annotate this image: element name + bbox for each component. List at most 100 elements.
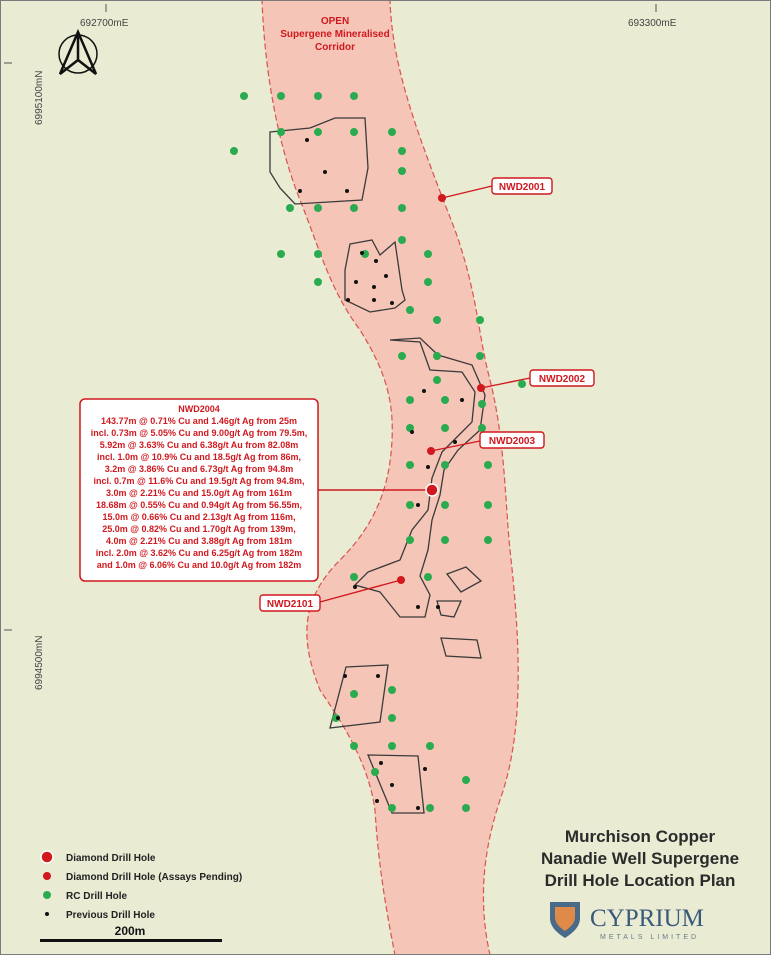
rc-drill-hole[interactable] (277, 92, 285, 100)
previous-drill-hole[interactable] (390, 301, 394, 305)
previous-drill-hole[interactable] (416, 806, 420, 810)
previous-drill-hole[interactable] (360, 251, 364, 255)
rc-drill-hole[interactable] (398, 236, 406, 244)
rc-drill-hole[interactable] (371, 768, 379, 776)
diamond-hole-nwd2001[interactable] (438, 194, 446, 202)
diamond-hole-nwd2002[interactable] (477, 384, 485, 392)
rc-drill-hole[interactable] (406, 461, 414, 469)
rc-drill-hole[interactable] (518, 380, 526, 388)
rc-drill-hole[interactable] (314, 278, 322, 286)
nwd2004-intercept-line: incl. 2.0m @ 3.62% Cu and 6.25g/t Ag fro… (96, 548, 303, 558)
previous-drill-hole[interactable] (390, 783, 394, 787)
previous-drill-hole[interactable] (453, 440, 457, 444)
rc-drill-hole[interactable] (240, 92, 248, 100)
rc-drill-hole[interactable] (350, 92, 358, 100)
previous-drill-hole[interactable] (416, 503, 420, 507)
previous-drill-hole[interactable] (372, 285, 376, 289)
rc-drill-hole[interactable] (350, 742, 358, 750)
previous-drill-hole[interactable] (298, 189, 302, 193)
rc-drill-hole[interactable] (484, 461, 492, 469)
rc-drill-hole[interactable] (388, 804, 396, 812)
previous-drill-hole[interactable] (305, 138, 309, 142)
previous-drill-hole[interactable] (336, 716, 340, 720)
rc-drill-hole[interactable] (406, 306, 414, 314)
rc-drill-hole[interactable] (484, 536, 492, 544)
previous-drill-hole[interactable] (460, 398, 464, 402)
rc-drill-hole[interactable] (478, 424, 486, 432)
previous-drill-hole[interactable] (345, 189, 349, 193)
red-dot-icon (43, 872, 51, 880)
previous-drill-hole[interactable] (372, 298, 376, 302)
rc-drill-hole[interactable] (433, 376, 441, 384)
diamond-hole-nwd2004[interactable] (425, 483, 439, 497)
rc-drill-hole[interactable] (406, 396, 414, 404)
rc-drill-hole[interactable] (424, 250, 432, 258)
map-title: Murchison Copper Nanadie Well Supergene … (541, 827, 739, 890)
callout-nwd2101[interactable]: NWD2101 (259, 594, 321, 612)
rc-drill-hole[interactable] (476, 352, 484, 360)
rc-drill-hole[interactable] (424, 573, 432, 581)
rc-drill-hole[interactable] (462, 804, 470, 812)
previous-drill-hole[interactable] (375, 799, 379, 803)
rc-drill-hole[interactable] (441, 424, 449, 432)
previous-drill-hole[interactable] (374, 259, 378, 263)
previous-drill-hole[interactable] (416, 605, 420, 609)
previous-drill-hole[interactable] (346, 298, 350, 302)
rc-drill-hole[interactable] (350, 573, 358, 581)
previous-drill-hole[interactable] (422, 389, 426, 393)
rc-drill-hole[interactable] (398, 352, 406, 360)
rc-drill-hole[interactable] (398, 167, 406, 175)
nwd2004-intercept-line: 5.92m @ 3.63% Cu and 6.38g/t Au from 82.… (100, 440, 299, 450)
previous-drill-hole[interactable] (384, 274, 388, 278)
previous-drill-hole[interactable] (343, 674, 347, 678)
rc-drill-hole[interactable] (406, 501, 414, 509)
rc-drill-hole[interactable] (441, 461, 449, 469)
rc-drill-hole[interactable] (350, 128, 358, 136)
rc-drill-hole[interactable] (462, 776, 470, 784)
diamond-hole-nwd2101[interactable] (397, 576, 405, 584)
rc-drill-hole[interactable] (441, 536, 449, 544)
rc-drill-hole[interactable] (406, 536, 414, 544)
previous-drill-hole[interactable] (376, 674, 380, 678)
rc-drill-hole[interactable] (426, 742, 434, 750)
rc-drill-hole[interactable] (476, 316, 484, 324)
diamond-hole-nwd2003[interactable] (427, 447, 435, 455)
rc-drill-hole[interactable] (433, 352, 441, 360)
northing-label-2: 6994500mN (34, 636, 45, 690)
nwd2004-intercept-box[interactable]: NWD2004 143.77m @ 0.71% Cu and 1.46g/t A… (79, 398, 319, 582)
rc-drill-hole[interactable] (230, 147, 238, 155)
previous-drill-hole[interactable] (423, 767, 427, 771)
previous-drill-hole[interactable] (410, 430, 414, 434)
previous-drill-hole[interactable] (354, 280, 358, 284)
rc-drill-hole[interactable] (388, 742, 396, 750)
callout-nwd2003[interactable]: NWD2003 (479, 431, 545, 449)
rc-drill-hole[interactable] (314, 204, 322, 212)
rc-drill-hole[interactable] (277, 250, 285, 258)
rc-drill-hole[interactable] (388, 128, 396, 136)
rc-drill-hole[interactable] (398, 147, 406, 155)
rc-drill-hole[interactable] (484, 501, 492, 509)
rc-drill-hole[interactable] (441, 396, 449, 404)
rc-drill-hole[interactable] (350, 204, 358, 212)
callout-nwd2002[interactable]: NWD2002 (529, 369, 595, 387)
rc-drill-hole[interactable] (433, 316, 441, 324)
callout-nwd2001[interactable]: NWD2001 (491, 177, 553, 195)
rc-drill-hole[interactable] (388, 686, 396, 694)
rc-drill-hole[interactable] (441, 501, 449, 509)
previous-drill-hole[interactable] (353, 585, 357, 589)
rc-drill-hole[interactable] (426, 804, 434, 812)
rc-drill-hole[interactable] (424, 278, 432, 286)
rc-drill-hole[interactable] (314, 250, 322, 258)
rc-drill-hole[interactable] (398, 204, 406, 212)
previous-drill-hole[interactable] (436, 605, 440, 609)
rc-drill-hole[interactable] (478, 400, 486, 408)
previous-drill-hole[interactable] (323, 170, 327, 174)
previous-drill-hole[interactable] (379, 761, 383, 765)
rc-drill-hole[interactable] (388, 714, 396, 722)
rc-drill-hole[interactable] (350, 690, 358, 698)
previous-drill-hole[interactable] (426, 465, 430, 469)
rc-drill-hole[interactable] (314, 92, 322, 100)
rc-drill-hole[interactable] (286, 204, 294, 212)
rc-drill-hole[interactable] (277, 128, 285, 136)
rc-drill-hole[interactable] (314, 128, 322, 136)
